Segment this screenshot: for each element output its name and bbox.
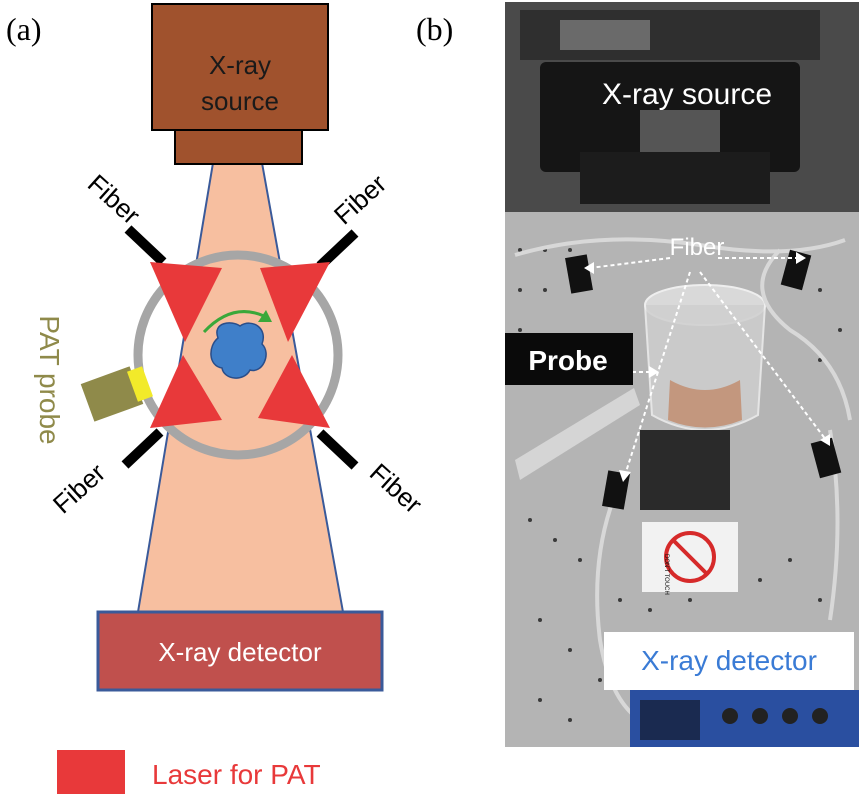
xray-source-label-line2: source	[201, 86, 279, 116]
sample-ring	[133, 250, 343, 460]
fiber-label-top-right: Fiber	[328, 168, 392, 230]
legend-label: Laser for PAT	[152, 759, 321, 790]
photo-xray-detector-label: X-ray detector	[641, 645, 817, 676]
fiber-rod-top-left	[124, 225, 167, 266]
xray-detector-block: X-ray detector	[96, 610, 384, 692]
photo-sample-container	[644, 284, 766, 431]
fiber-rod-top-right	[316, 229, 359, 270]
panel-b: (b)	[416, 2, 859, 747]
pat-probe-label: PAT probe	[34, 315, 65, 444]
dont-touch-sign: DON'T TOUCH	[642, 522, 738, 595]
fiber-annotation-arrowheads	[584, 252, 830, 482]
laser-top-left	[150, 262, 222, 342]
rotation-arrow	[202, 310, 272, 334]
panel-a: (a) X-ray source	[6, 3, 428, 794]
photo-stage	[640, 430, 730, 510]
dont-touch-sign-text: DON'T TOUCH	[663, 554, 669, 595]
fiber-rod-bottom-right	[316, 429, 359, 470]
breadboard-holes	[518, 248, 842, 722]
xray-source-label-line1: X-ray	[209, 50, 271, 80]
sample-blob	[210, 322, 267, 379]
xray-detector-label: X-ray detector	[158, 637, 322, 667]
fiber-annotation-arrows	[589, 257, 827, 476]
laser-bottom-left	[150, 355, 222, 428]
photo-xray-source	[540, 62, 800, 204]
panel-b-label: (b)	[416, 11, 453, 47]
photo-probe-rod	[515, 388, 640, 480]
photo-probe-label: Probe	[528, 345, 607, 376]
photo-detector-label-bg	[604, 632, 854, 690]
photo-xray-detector-device	[630, 690, 859, 747]
laser-top-right	[260, 262, 330, 342]
pat-probe	[80, 366, 153, 422]
fiber-label-bottom-left: Fiber	[47, 457, 111, 519]
fiber-label-bottom-right: Fiber	[364, 457, 428, 519]
photo-fiber-label: Fiber	[670, 234, 725, 261]
laser-bottom-right	[258, 355, 330, 428]
probe-annotation-arrow	[632, 366, 659, 378]
panel-a-label: (a)	[6, 11, 42, 47]
legend-swatch	[57, 750, 125, 794]
xray-source-block: X-ray source	[151, 3, 329, 165]
legend: Laser for PAT	[57, 750, 321, 794]
photo-probe-label-bg	[505, 333, 633, 385]
photo-xray-source-label: X-ray source	[602, 78, 772, 111]
fiber-rod-bottom-left	[121, 428, 164, 469]
fiber-label-top-left: Fiber	[82, 168, 146, 230]
